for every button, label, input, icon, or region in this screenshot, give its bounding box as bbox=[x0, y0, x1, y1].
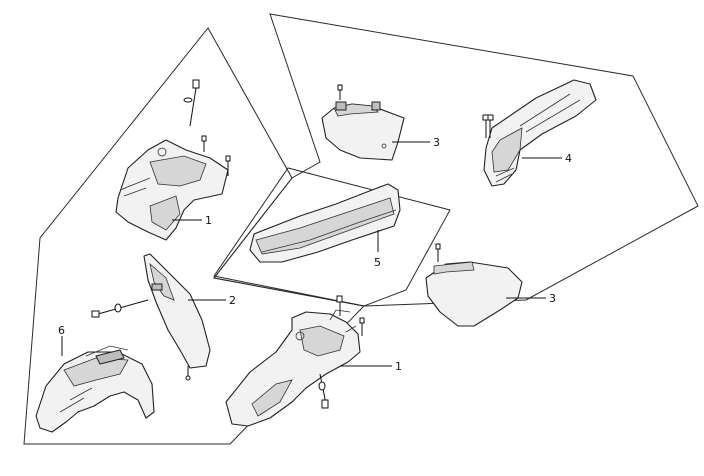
rear-side-cover-top bbox=[321, 84, 405, 161]
callout-5: 5 bbox=[374, 256, 381, 269]
callout-leaders bbox=[61, 141, 562, 367]
front-side-cover-left bbox=[115, 79, 231, 241]
side-panel bbox=[91, 253, 211, 381]
callout-6: 6 bbox=[58, 324, 65, 337]
front-side-cover-right bbox=[225, 295, 365, 427]
callout-1-right: 1 bbox=[395, 360, 402, 373]
rear-side-cover-bottom bbox=[425, 243, 523, 327]
callout-2: 2 bbox=[229, 294, 236, 307]
callout-3-bottom: 3 bbox=[549, 292, 556, 305]
callout-3-top: 3 bbox=[433, 136, 440, 149]
front-fender bbox=[35, 345, 155, 433]
rear-fender bbox=[482, 79, 597, 187]
right-group-outline bbox=[213, 13, 699, 307]
callout-1-left: 1 bbox=[205, 214, 212, 227]
seat bbox=[249, 183, 401, 263]
callout-4: 4 bbox=[565, 152, 572, 165]
